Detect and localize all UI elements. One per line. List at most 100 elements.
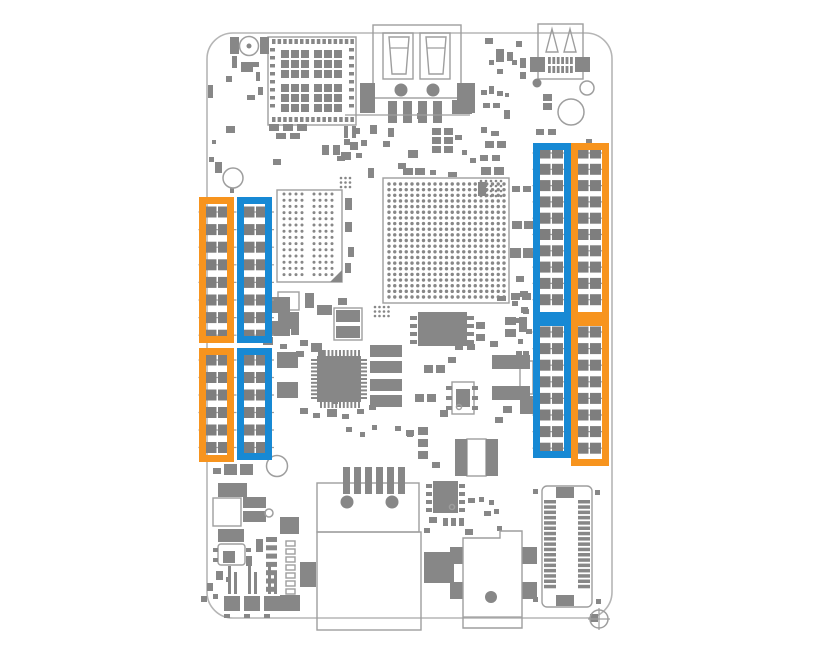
ball-grid-dot [300, 229, 304, 233]
ball-grid-dot [416, 272, 420, 277]
ball-grid-dot [404, 199, 408, 203]
header-pin [590, 147, 601, 159]
smd-pad [343, 467, 350, 494]
smd-pad [510, 248, 521, 258]
pad-circle [246, 43, 252, 49]
ball-grid-dot [456, 272, 460, 277]
smd-pad [505, 93, 509, 97]
ball-grid-dot [473, 244, 477, 248]
ball-grid-dot [456, 210, 460, 214]
ball-grid-dot [410, 272, 414, 277]
smd-pad [361, 140, 367, 146]
ball-grid-dot [410, 238, 414, 243]
ball-grid-dot [456, 227, 460, 231]
ic-lead [349, 104, 354, 108]
smd-pad [370, 345, 402, 357]
module-land-pad [334, 70, 342, 78]
header-pin [539, 163, 551, 175]
ball-grid-dot [496, 272, 500, 277]
ball-grid-dot [282, 248, 286, 252]
header-pin [577, 359, 589, 371]
smd-pad [505, 317, 516, 325]
smd-pad [357, 409, 364, 414]
ball-grid-dot [416, 199, 420, 203]
ic-lead [339, 350, 341, 356]
header-pin [243, 442, 255, 453]
ball-grid-dot [387, 182, 391, 186]
smd-pad [433, 101, 442, 123]
ball-grid-dot [462, 289, 466, 294]
smd-pad [520, 58, 526, 68]
ball-grid-dot [324, 260, 328, 264]
ball-grid-dot [490, 227, 495, 231]
smd-pad [497, 141, 506, 148]
ball-grid-dot [496, 187, 500, 192]
ball-grid-dot [489, 194, 493, 198]
header-pin [243, 312, 255, 324]
smd-pad [497, 91, 503, 96]
ball-grid-dot [467, 199, 472, 203]
header-pin [256, 372, 267, 383]
ball-grid-dot [473, 255, 477, 260]
ball-grid-dot [398, 182, 403, 186]
module-land-pad [324, 60, 332, 68]
ball-grid-dot [330, 266, 334, 270]
ball-grid-dot [479, 179, 483, 183]
ball-grid-dot [318, 248, 322, 252]
ball-grid-dot [479, 295, 483, 299]
ic-lead [561, 66, 564, 73]
power-component-outline [212, 497, 242, 527]
memory-chip-outline [276, 189, 343, 283]
smd-pad [468, 498, 475, 503]
ic-lead [459, 492, 465, 496]
ball-grid-dot [462, 255, 466, 260]
ic-lead [322, 39, 326, 44]
ball-grid-dot [318, 198, 322, 202]
ic-lead [349, 96, 354, 100]
ic-lead [316, 39, 321, 44]
ball-grid-dot [282, 198, 286, 202]
ball-grid-dot [282, 229, 286, 233]
ball-grid-dot [387, 314, 390, 318]
ball-grid-dot [444, 233, 449, 237]
ball-grid-dot [387, 199, 391, 203]
ball-grid-dot [473, 199, 477, 203]
smd-pad [490, 341, 498, 347]
mounting-hole [265, 454, 289, 478]
header-pin [577, 409, 589, 421]
smd-pad [398, 163, 406, 169]
smd-pad [213, 468, 221, 474]
ball-grid-dot [450, 289, 454, 294]
smd-pad [223, 551, 235, 563]
ball-grid-dot [450, 221, 454, 226]
smd-pad [341, 152, 351, 160]
ball-grid-dot [421, 289, 426, 294]
ball-grid-dot [387, 221, 391, 226]
ball-grid-dot [416, 250, 420, 254]
ball-grid-dot [410, 187, 414, 192]
ball-grid-dot [410, 216, 414, 220]
ball-grid-dot [444, 250, 449, 254]
header-pin [243, 354, 255, 366]
ball-grid-dot [300, 211, 304, 215]
header-pin [205, 294, 217, 306]
ic-lead [552, 66, 556, 73]
header-pin [256, 354, 267, 366]
smd-pad [544, 584, 556, 589]
ball-grid-dot [485, 210, 489, 214]
module-land-pad [301, 60, 309, 68]
module-land-pad [334, 94, 342, 102]
ic-lead [333, 117, 338, 122]
ic-lead [323, 402, 326, 408]
ball-grid-dot [473, 221, 477, 226]
ball-grid-dot [330, 198, 334, 202]
header-pin [577, 326, 589, 338]
ic-lead [288, 39, 293, 44]
ball-grid-dot [427, 182, 431, 186]
ball-grid-dot [288, 211, 292, 215]
ball-grid-dot [479, 184, 483, 188]
header-pin [590, 196, 601, 208]
header-pin [256, 424, 267, 436]
